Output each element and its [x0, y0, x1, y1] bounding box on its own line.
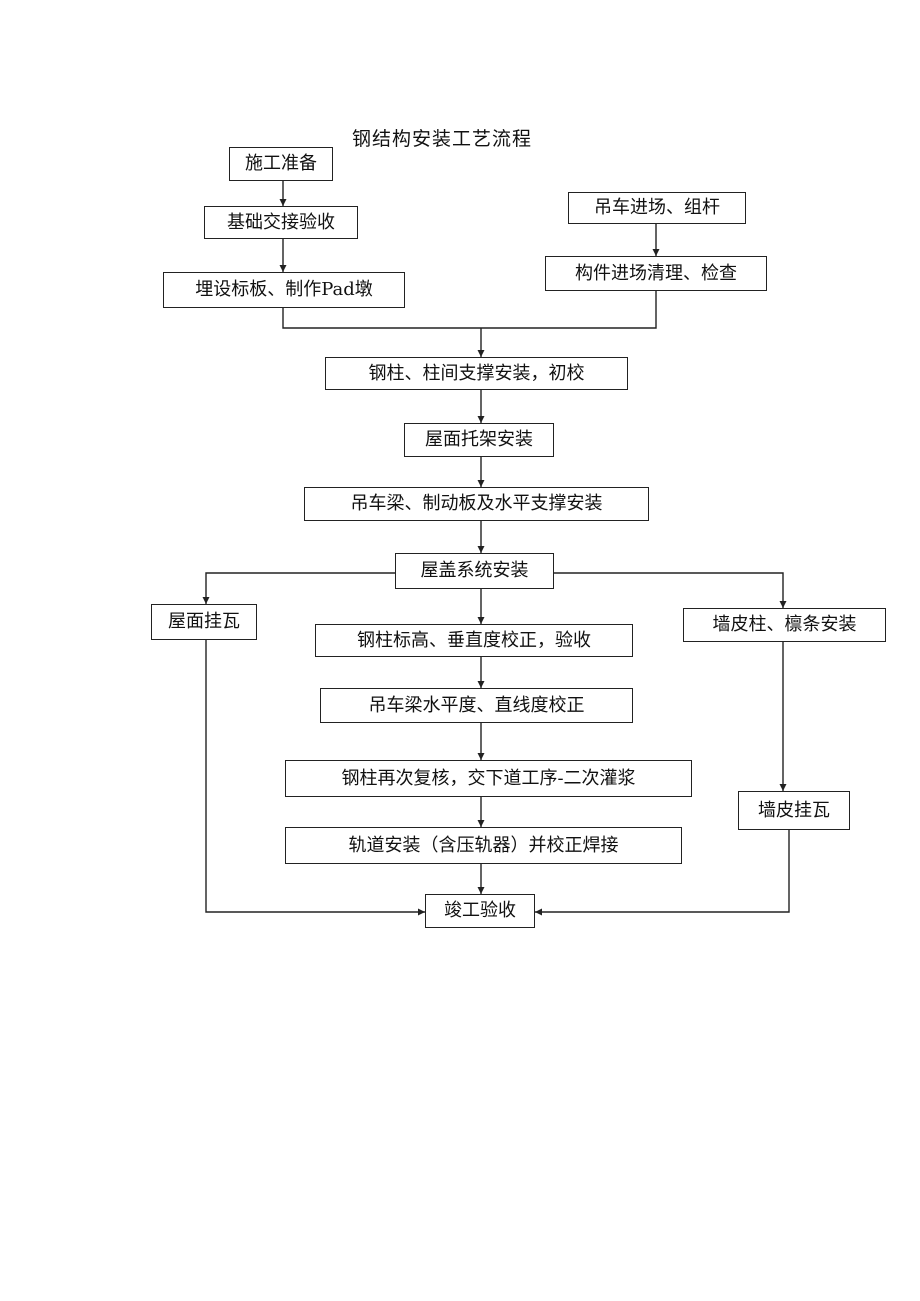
arrow-roof-to-tiles: [202, 572, 395, 604]
merge-connector: [282, 290, 657, 329]
step-roof-truss: 屋面托架安装: [404, 423, 554, 457]
step-roof-tiles: 屋面挂瓦: [151, 604, 257, 640]
step-member-entry: 构件进场清理、检查: [545, 256, 767, 291]
step-roof-system: 屋盖系统安装: [395, 553, 554, 589]
step-beam-level: 吊车梁水平度、直线度校正: [320, 688, 633, 723]
arrow-tiles-to-completion: [205, 639, 425, 916]
step-foundation-handover: 基础交接验收: [204, 206, 358, 239]
arrow-roof-to-wall: [554, 572, 787, 608]
step-column-recheck: 钢柱再次复核，交下道工序-二次灌浆: [285, 760, 692, 797]
step-rail-install: 轨道安装（含压轨器）并校正焊接: [285, 827, 682, 864]
step-embed-markers: 埋设标板、制作Pad墩: [163, 272, 405, 308]
step-column-elevation: 钢柱标高、垂直度校正，验收: [315, 624, 633, 657]
step-construction-prep: 施工准备: [229, 147, 333, 181]
step-wall-tiles: 墙皮挂瓦: [738, 791, 850, 830]
step-crane-beam: 吊车梁、制动板及水平支撑安装: [304, 487, 649, 521]
arrow-walltiles-to-completion: [535, 829, 790, 916]
step-completion: 竣工验收: [425, 894, 535, 928]
diagram-title: 钢结构安装工艺流程: [352, 128, 533, 150]
step-column-install: 钢柱、柱间支撑安装，初校: [325, 357, 628, 390]
step-crane-entry: 吊车进场、组杆: [568, 192, 746, 224]
step-wall-columns: 墙皮柱、檩条安装: [683, 608, 886, 642]
